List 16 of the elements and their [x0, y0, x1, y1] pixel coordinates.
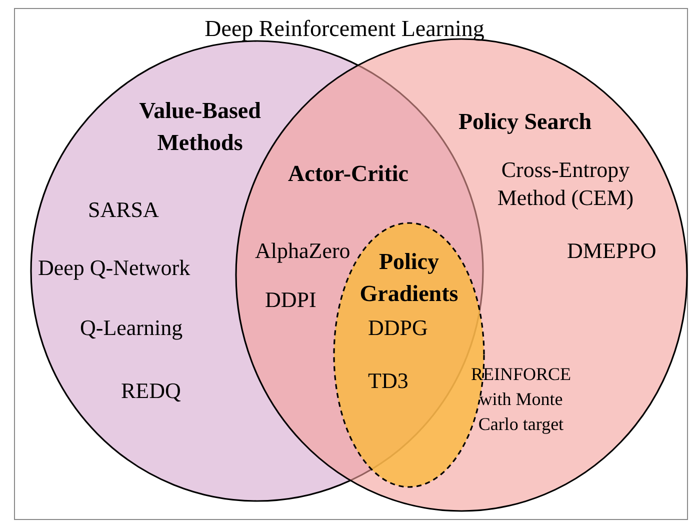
method-name: DDPI	[265, 286, 316, 314]
region-heading: Actor-Critic	[288, 160, 408, 188]
method-name: Cross-Entropy Method (CEM)	[496, 156, 635, 212]
method-name: REDQ	[121, 377, 181, 405]
set-heading: Value-Based Methods	[138, 97, 262, 157]
set-heading: Policy Gradients	[358, 248, 460, 308]
set-heading: Policy Search	[457, 108, 593, 136]
method-name: Deep Q-Network	[38, 254, 190, 282]
method-name: SARSA	[88, 196, 159, 224]
method-name: REINFORCE with Monte Carlo target	[470, 363, 572, 436]
method-name: DMEPPO	[567, 237, 656, 265]
method-name: AlphaZero	[255, 237, 350, 265]
diagram-title: Deep Reinforcement Learning	[204, 15, 486, 43]
method-name: TD3	[368, 367, 408, 395]
method-name: DDPG	[368, 314, 428, 342]
method-name: Q-Learning	[80, 314, 183, 342]
